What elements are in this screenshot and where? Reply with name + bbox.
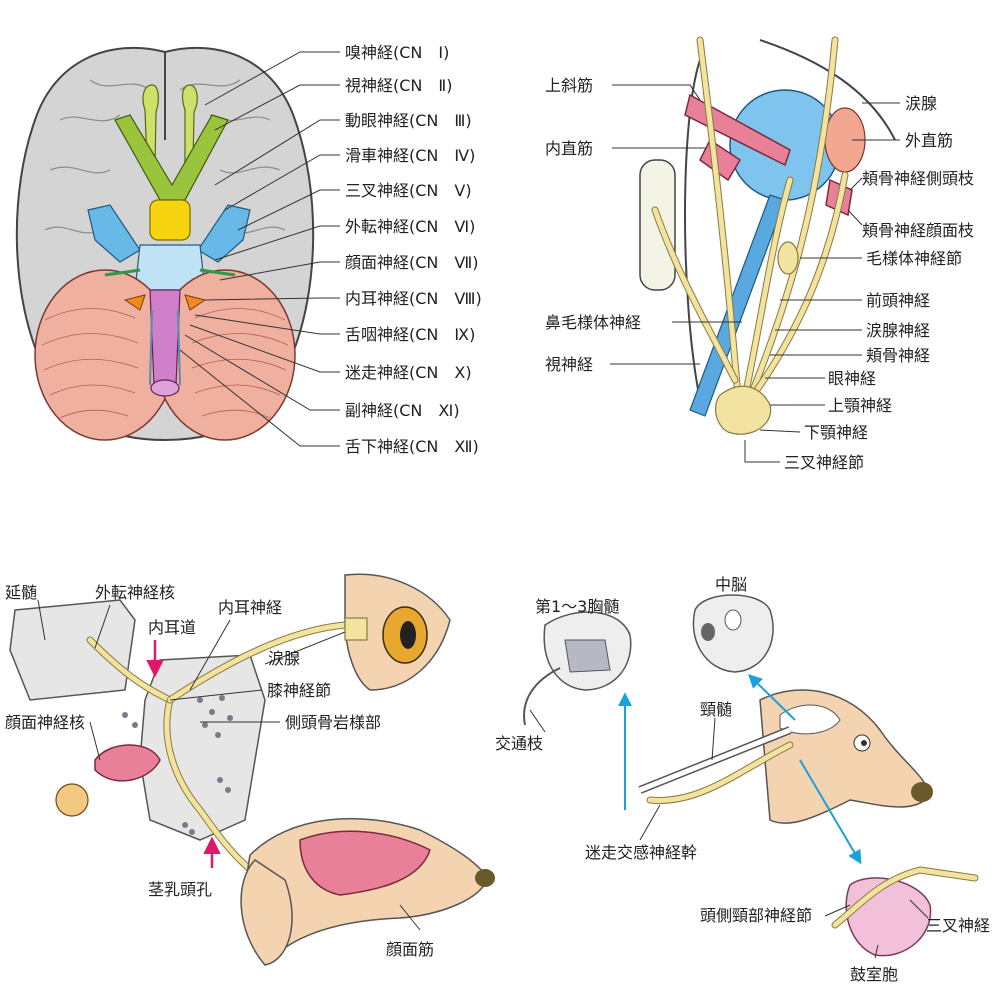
- vagosympathetic-trunk: [647, 742, 793, 803]
- ophthalmic-nerve-label: 眼神経: [828, 369, 876, 388]
- facial-nucleus-muscle: [94, 744, 161, 782]
- mandibular-nerve-label: 下顎神経: [804, 423, 868, 442]
- facial-muscles-label: 顔面筋: [386, 940, 434, 959]
- facial-nerve-path: [87, 637, 293, 893]
- trigeminal-ganglion-label: 三叉神経節: [784, 453, 864, 472]
- cranial-cervical-ganglion-label: 頭側頸部神経節: [700, 906, 812, 925]
- cn-11-label: 副神経(CN Ⅺ): [345, 401, 460, 420]
- panel-orbit: 上斜筋 内直筋 鼻毛様体神経 視神経 涙腺 外直筋 頬骨神経側頭枝 頬骨神経顔面…: [545, 36, 974, 472]
- orbit-nerves: [651, 36, 849, 424]
- thoracic-label: 第1〜3胸髄: [535, 597, 619, 616]
- cn-12-label: 舌下神経(CN Ⅻ): [345, 437, 479, 456]
- medulla-label: 延髄: [5, 583, 37, 602]
- cervical-cord-inner: [639, 727, 791, 793]
- tympanic-bulla: [845, 877, 932, 957]
- sympathetic-leader-lines: [529, 709, 929, 959]
- arrow-to-ganglion: [799, 759, 862, 865]
- petrous-texture: [122, 695, 233, 835]
- cranial-leader-lines: [179, 51, 340, 447]
- lacrimal-gland-facial: [344, 617, 368, 641]
- trigeminal-label: 三叉神経: [926, 916, 990, 935]
- zygomatic-nerve-label: 頬骨神経: [866, 346, 930, 365]
- facial-muscles: [299, 830, 431, 896]
- ciliary-ganglion: [777, 241, 799, 275]
- petrous-label: 側頭骨岩様部: [285, 713, 381, 732]
- cn-5-label: 三叉神経(CN Ⅴ): [345, 181, 472, 200]
- midbrain-label: 中脳: [715, 575, 747, 594]
- cn-7-label: 顔面神経(CN Ⅶ): [345, 253, 479, 272]
- lacrimal-gland-label: 涙腺: [905, 94, 937, 113]
- cn-1-label: 嗅神経(CN Ⅰ): [345, 43, 449, 62]
- vestibulocochlear-right: [184, 294, 207, 311]
- facial-leader-lines: [37, 599, 421, 931]
- orbital-rim: [759, 39, 896, 141]
- cn-10-label: 迷走神経(CN Ⅹ): [345, 363, 472, 382]
- cn-2-label: 視神経(CN Ⅱ): [345, 76, 453, 95]
- maxillary-nerve-label: 上顎神経: [828, 396, 892, 415]
- facial-labels: 延髄 外転神経核 内耳神経 内耳道 涙腺 膝神経節 側頭骨岩様部 顔面神経核 茎…: [5, 583, 434, 959]
- medial-rectus-label: 内直筋: [545, 139, 593, 158]
- midbrain-nucleus: [701, 623, 715, 641]
- olfactory-bulb-right: [181, 84, 198, 166]
- cn-6-label: 外転神経(CN Ⅵ): [345, 217, 475, 236]
- panel-cranial-nerves: 嗅神経(CN Ⅰ) 視神経(CN Ⅱ) 動眼神経(CN Ⅲ) 滑車神経(CN Ⅳ…: [15, 43, 482, 456]
- dog-pupil-sympathetic: [861, 740, 867, 746]
- spinal-cord: [150, 379, 180, 397]
- gyri: [44, 79, 286, 234]
- ciliary-ganglion-label: 毛様体神経節: [866, 249, 962, 268]
- dog-brain: [779, 704, 841, 735]
- internal-meatus-label: 内耳道: [148, 618, 196, 637]
- cn-9-label: 舌咽神経(CN Ⅸ): [345, 325, 475, 344]
- ear-ossicle: [55, 783, 89, 817]
- ramus-label: 交通枝: [495, 734, 543, 753]
- abducens-nucleus-label: 外転神経核: [95, 583, 175, 602]
- cn-3-label: 動眼神経(CN Ⅲ): [345, 111, 472, 130]
- nerve-roots: [104, 268, 236, 277]
- trigeminal-left: [87, 204, 141, 263]
- panel-sympathetic: 第1〜3胸髄 中脳 交通枝 頸髄 迷走交感神経幹 頭側頸部神経節 三叉神経 鼓室…: [495, 575, 990, 984]
- vestibulocochlear-label: 内耳神経: [218, 598, 282, 617]
- dog-ear: [240, 859, 293, 966]
- cranial-cervical-nerve: [832, 867, 978, 928]
- lacrimal-nerve-label: 涙腺神経: [866, 321, 930, 340]
- panel-facial-nerve: 延髄 外転神経核 内耳神経 内耳道 涙腺 膝神経節 側頭骨岩様部 顔面神経核 茎…: [5, 573, 495, 966]
- vestibulocochlear-left: [123, 294, 146, 311]
- cn-4-label: 滑車神経(CN Ⅳ): [345, 146, 475, 165]
- tympanic-bulla-label: 鼓室胞: [850, 965, 898, 984]
- nasociliary-label: 鼻毛様体神経: [545, 313, 641, 332]
- lower-nerve-roots: [149, 309, 181, 386]
- frontal-nerve-label: 前頭神経: [866, 291, 930, 310]
- dog-nose: [475, 869, 495, 887]
- orbit-leader-lines: [610, 84, 900, 463]
- zygomaticofacial-label: 頬骨神経顔面枝: [862, 221, 974, 240]
- cranial-labels: 嗅神経(CN Ⅰ) 視神経(CN Ⅱ) 動眼神経(CN Ⅲ) 滑車神経(CN Ⅳ…: [345, 43, 482, 456]
- facial-nucleus-label: 顔面神経核: [5, 713, 85, 732]
- cn-8-label: 内耳神経(CN Ⅷ): [345, 289, 482, 308]
- geniculate-label: 膝神経節: [267, 681, 331, 700]
- pupil: [400, 621, 416, 649]
- superior-oblique-label: 上斜筋: [545, 76, 593, 95]
- orbit-labels: 上斜筋 内直筋 鼻毛様体神経 視神経 涙腺 外直筋 頬骨神経側頭枝 頬骨神経顔面…: [545, 76, 974, 472]
- sympathetic-labels: 第1〜3胸髄 中脳 交通枝 頸髄 迷走交感神経幹 頭側頸部神経節 三叉神経 鼓室…: [495, 575, 990, 984]
- trigeminal-ganglion: [714, 385, 772, 435]
- lacrimal-label: 涙腺: [268, 649, 300, 668]
- zygomaticotemporal-label: 頬骨神経側頭枝: [862, 169, 974, 188]
- medulla: [149, 289, 181, 386]
- stylomastoid-label: 茎乳頭孔: [148, 880, 212, 899]
- midbrain-section: [692, 594, 774, 673]
- lateral-rectus-label: 外直筋: [905, 131, 953, 150]
- medulla-section: [9, 599, 136, 701]
- folia: [41, 308, 289, 419]
- cervical-cord-label: 頸髄: [700, 700, 732, 719]
- dog-nose-sympathetic: [911, 782, 933, 802]
- vagosympathetic-label: 迷走交感神経幹: [585, 843, 697, 862]
- pituitary: [149, 199, 191, 241]
- midbrain-aqueduct: [724, 609, 742, 631]
- thoracic-gray-matter: [564, 639, 611, 673]
- arrow-to-midbrain: [747, 674, 796, 721]
- optic-nerve-label: 視神経: [545, 355, 593, 374]
- ramus-nerve: [523, 667, 561, 726]
- vestibulocochlear-path: [167, 622, 348, 703]
